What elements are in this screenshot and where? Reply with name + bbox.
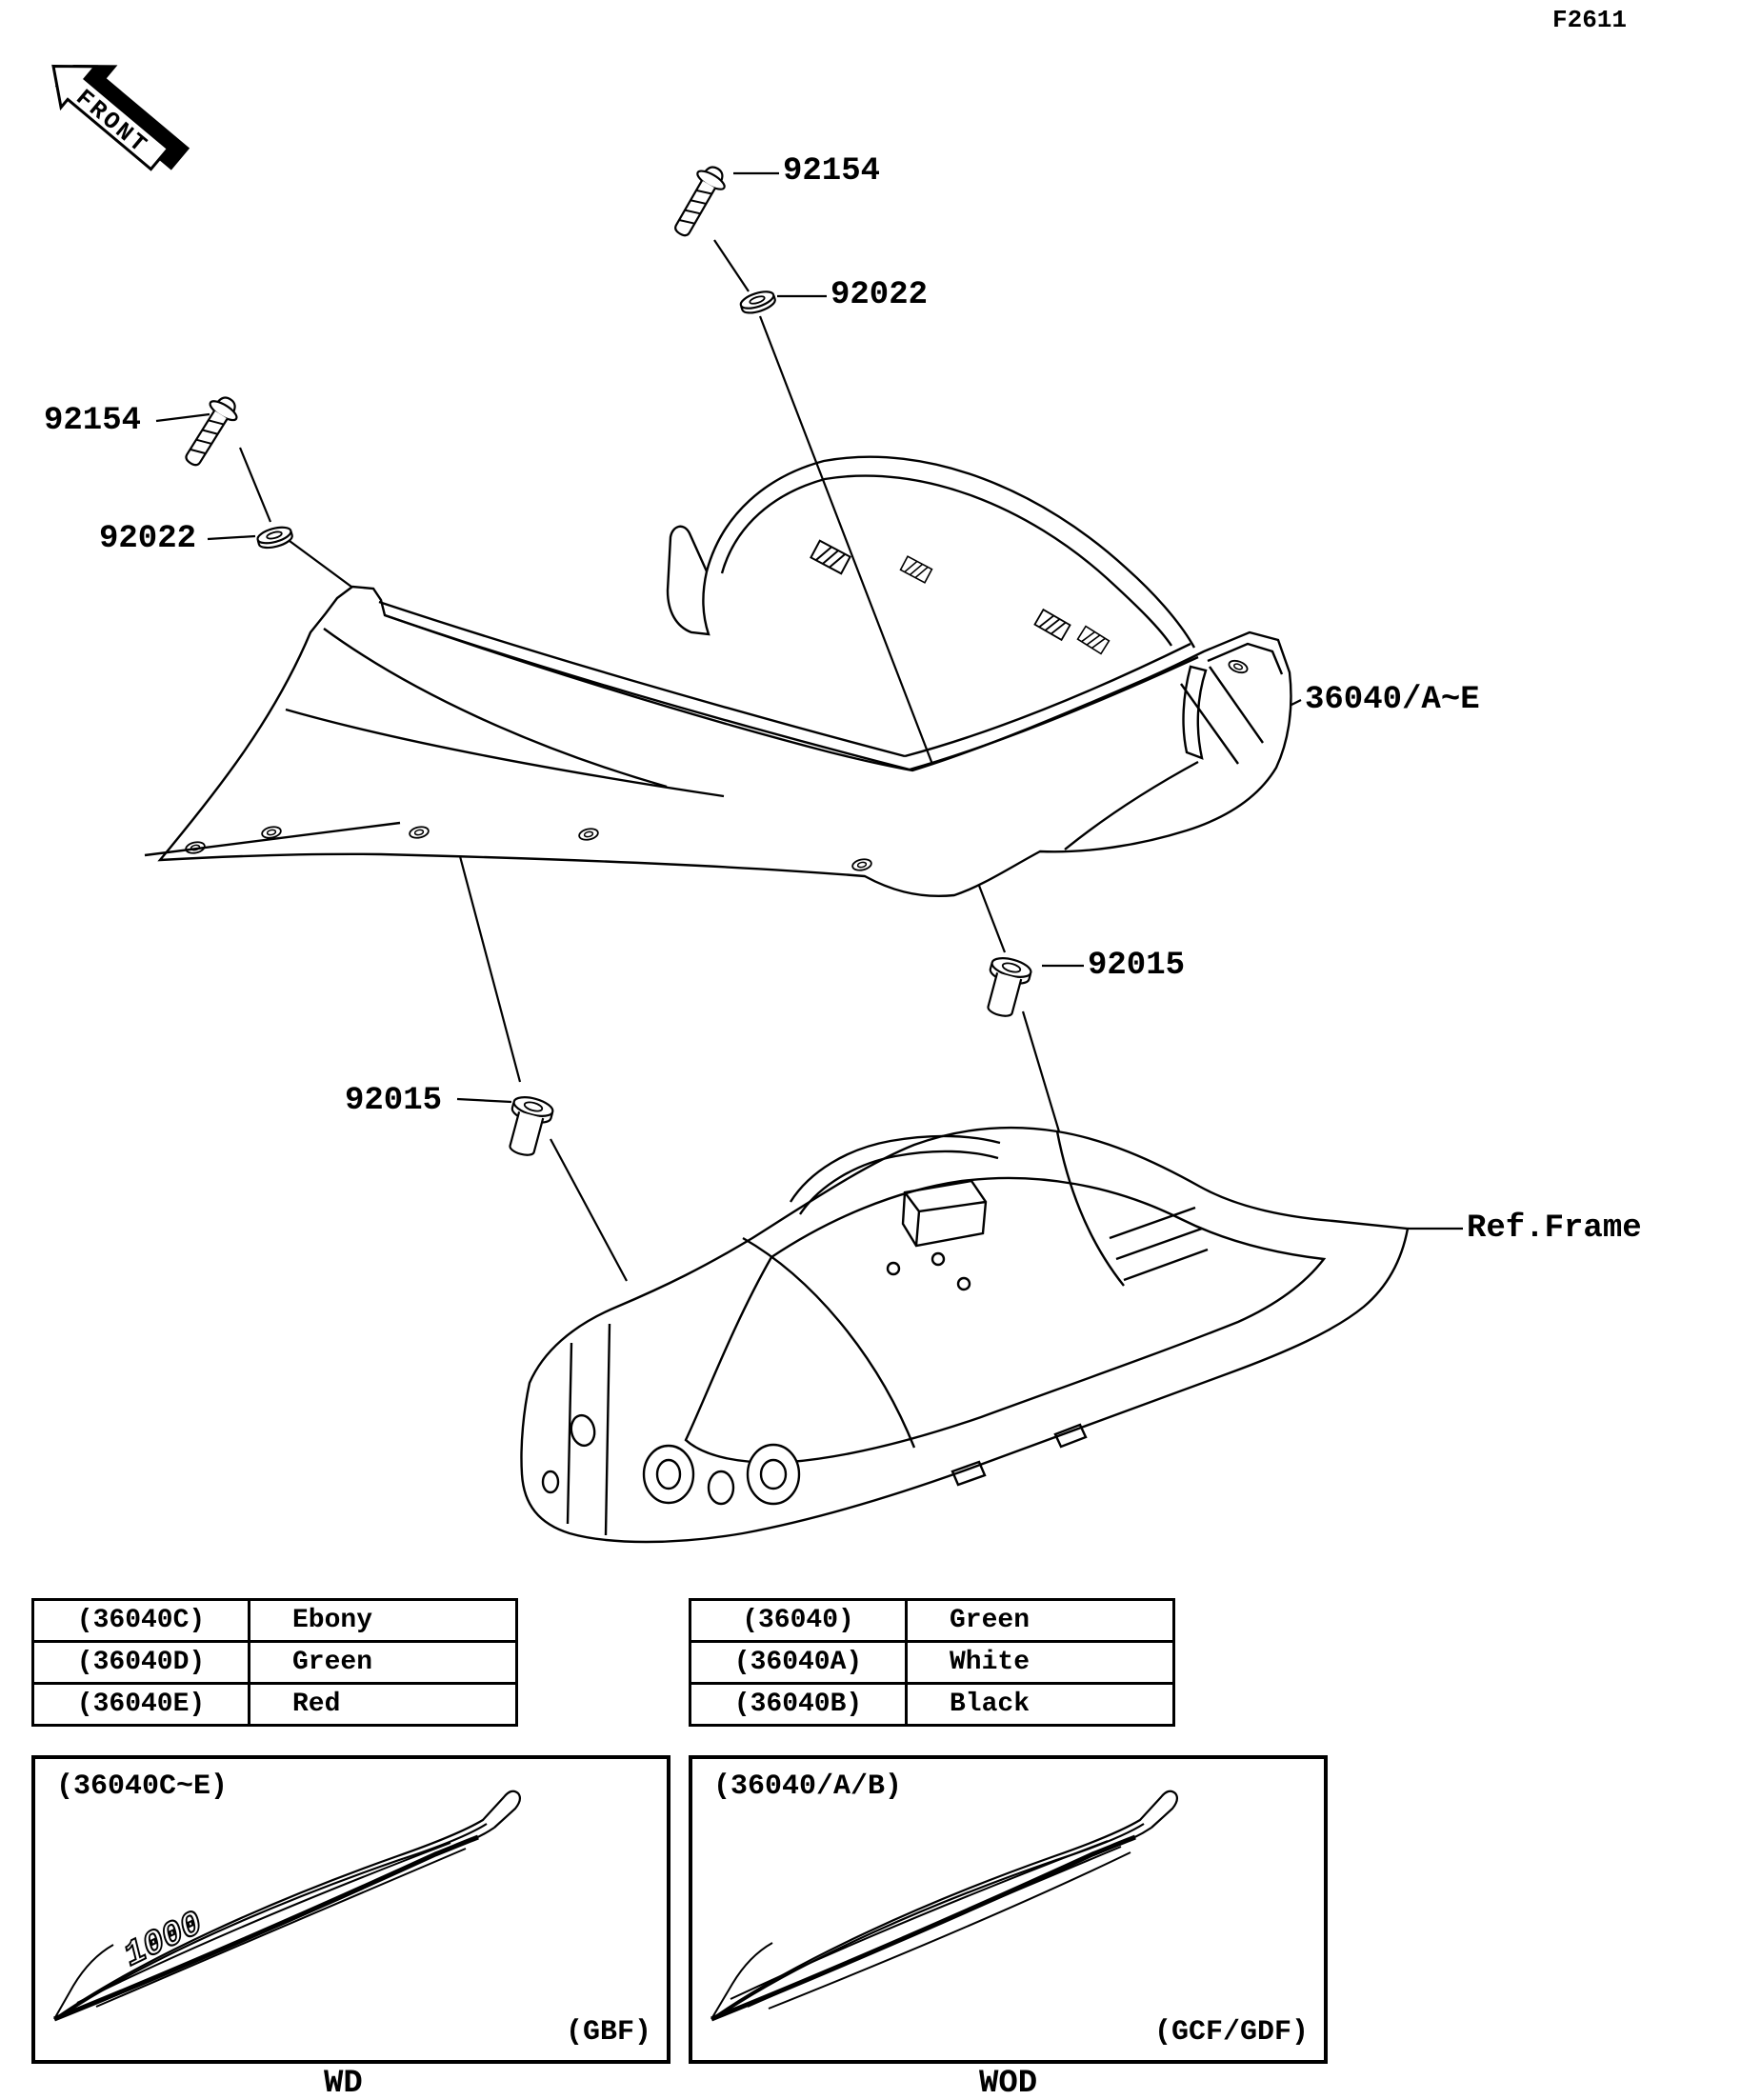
callout-damper-right: 92015 (1088, 948, 1186, 984)
callout-damper-left: 92015 (345, 1083, 443, 1119)
variant-box-left-code: (GBF) (565, 2016, 651, 2049)
part-code: (36040) (689, 1598, 908, 1643)
callout-washer-left: 92022 (99, 521, 197, 557)
color-table-left: (36040C) Ebony (36040D) Green (36040E) R… (31, 1598, 518, 1727)
variant-box-right: (36040/A/B) (GCF/GDF) (689, 1755, 1328, 2064)
variant-box-right-title: (36040/A/B) (713, 1770, 903, 1803)
side-cover-decal-drawing-right (710, 1790, 1179, 2022)
callout-bolt-left: 92154 (44, 403, 142, 439)
part-code: (36040E) (31, 1682, 250, 1727)
part-color: Green (905, 1598, 1175, 1643)
table-row: (36040) Green (689, 1598, 1175, 1643)
part-code: (36040A) (689, 1640, 908, 1685)
variant-box-left: 1000 (36040C~E) (GBF) (31, 1755, 670, 2064)
table-row: (36040C) Ebony (31, 1598, 518, 1643)
part-color: Ebony (248, 1598, 518, 1643)
damper-right-icon (978, 953, 1034, 1022)
variant-box-left-caption: WD (324, 2066, 363, 2100)
color-table-right: (36040) Green (36040A) White (36040B) Bl… (689, 1598, 1175, 1727)
variant-box-right-caption: WOD (979, 2066, 1038, 2100)
part-color: Black (905, 1682, 1175, 1727)
part-color: White (905, 1640, 1175, 1685)
callout-frame-ref: Ref.Frame (1467, 1210, 1642, 1247)
callout-cover: 36040/A~E (1305, 682, 1480, 718)
part-code: (36040D) (31, 1640, 250, 1685)
damper-left-icon (500, 1092, 556, 1161)
figure-code: F2611 (1552, 6, 1628, 34)
flange-bolt-left-icon (176, 390, 245, 472)
callout-bolt-top: 92154 (783, 153, 881, 190)
front-arrow-icon: FRONT (51, 64, 190, 171)
washer-top-icon (737, 287, 778, 318)
side-cover-decal-drawing-left: 1000 (53, 1790, 522, 2022)
side-cover-drawing (144, 455, 1292, 897)
part-code: (36040C) (31, 1598, 250, 1643)
variant-box-right-code: (GCF/GDF) (1153, 2016, 1309, 2049)
table-row: (36040A) White (689, 1640, 1175, 1685)
part-color: Green (248, 1640, 518, 1685)
part-color: Red (248, 1682, 518, 1727)
variant-box-left-title: (36040C~E) (56, 1770, 229, 1803)
table-row: (36040B) Black (689, 1682, 1175, 1727)
washer-left-icon (254, 523, 295, 552)
flange-bolt-top-icon (666, 159, 732, 243)
callout-washer-top: 92022 (830, 277, 929, 313)
rear-frame-drawing (520, 1126, 1410, 1544)
part-code: (36040B) (689, 1682, 908, 1727)
table-row: (36040E) Red (31, 1682, 518, 1727)
table-row: (36040D) Green (31, 1640, 518, 1685)
